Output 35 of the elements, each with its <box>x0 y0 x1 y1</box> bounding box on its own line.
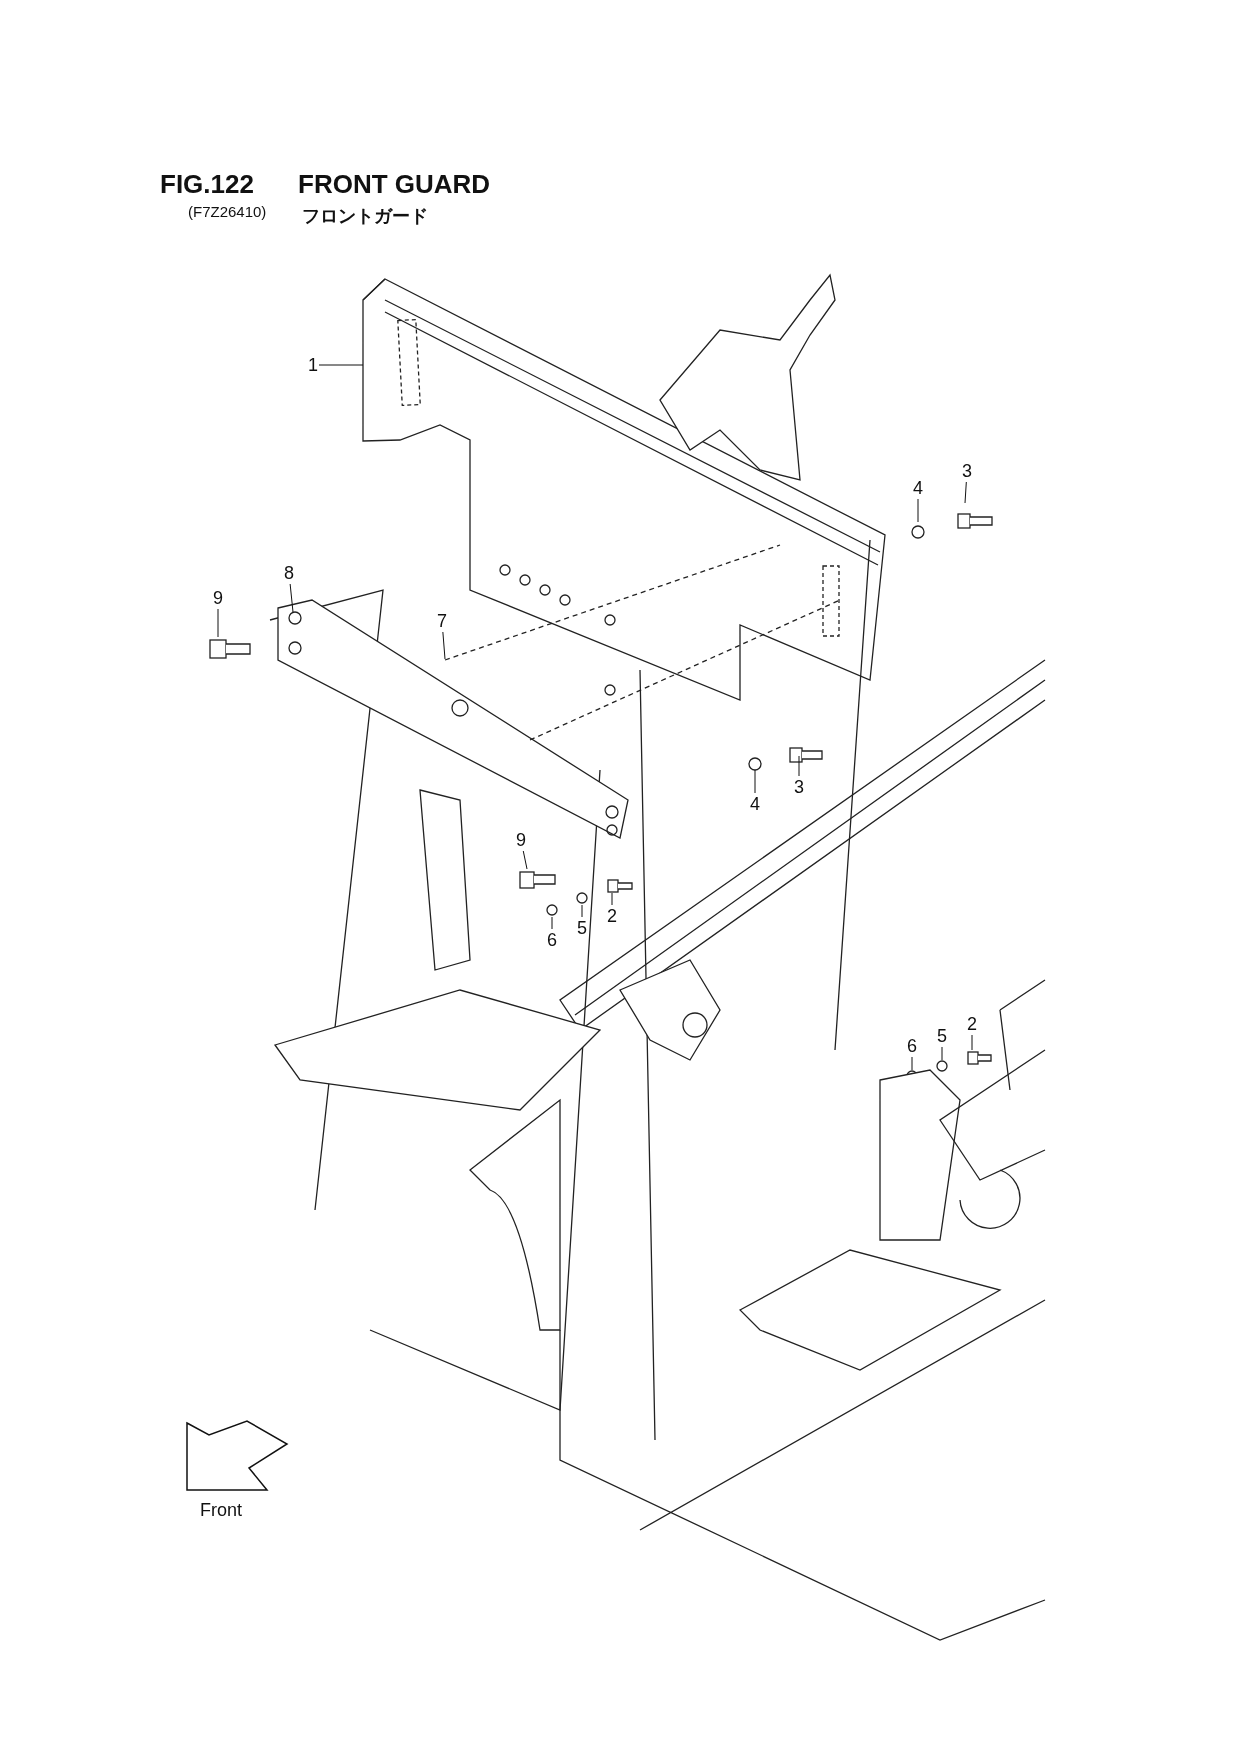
callout-number: 3 <box>793 776 805 798</box>
leader-line <box>551 916 553 930</box>
callout-number: 2 <box>606 905 618 927</box>
callout-number: 6 <box>546 929 558 951</box>
callout-number: 9 <box>212 587 224 609</box>
callout-number: 9 <box>515 829 527 851</box>
leader-line <box>754 769 756 794</box>
leader-line <box>611 892 613 906</box>
callout-number: 7 <box>436 610 448 632</box>
figure-number: FIG.122 <box>160 168 254 201</box>
callout-number: 3 <box>961 460 973 482</box>
leader-line <box>917 498 919 523</box>
leader-line <box>964 481 967 504</box>
callout-number: 5 <box>936 1025 948 1047</box>
leader-line <box>941 1046 943 1061</box>
callout-number: 2 <box>966 1013 978 1035</box>
callout-number: 4 <box>749 793 761 815</box>
leader-line <box>217 608 219 638</box>
figure-title: FRONT GUARD <box>298 168 491 201</box>
leader-line <box>911 1056 913 1071</box>
leader-line <box>522 850 528 870</box>
part-code: (F7Z26410) <box>188 202 267 222</box>
callout-number: 8 <box>283 562 295 584</box>
callout-number: 6 <box>906 1035 918 1057</box>
leader-line <box>798 755 800 777</box>
leader-line <box>971 1034 973 1051</box>
direction-label: Front <box>200 1499 242 1522</box>
leader-line <box>442 631 446 660</box>
callout-number: 1 <box>307 354 319 376</box>
leader-line <box>581 904 583 918</box>
callout-number: 5 <box>576 917 588 939</box>
callout-number: 4 <box>912 477 924 499</box>
japanese-title: フロントガード <box>302 204 428 228</box>
leader-line <box>318 364 364 366</box>
leader-line <box>289 583 294 613</box>
